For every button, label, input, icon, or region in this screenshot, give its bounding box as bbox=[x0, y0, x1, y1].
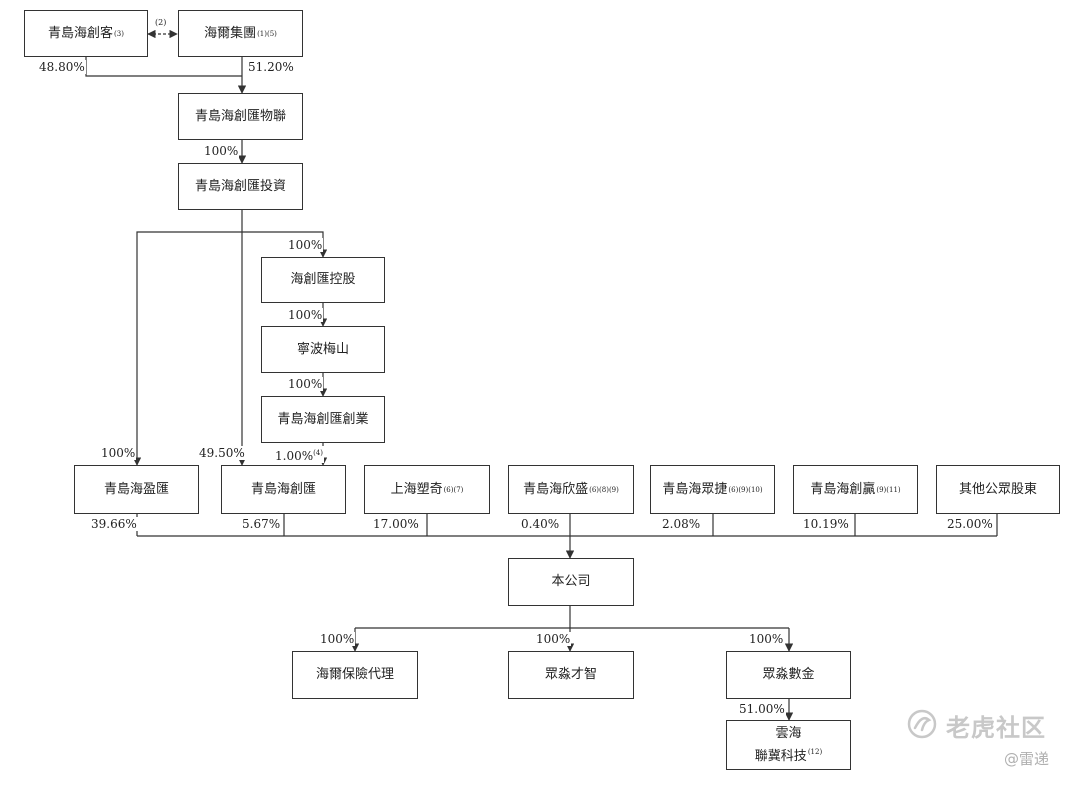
entity-other-public: 其他公眾股東 bbox=[936, 465, 1060, 514]
tiger-logo-icon bbox=[907, 709, 937, 739]
touzi-yinghui-line bbox=[132, 231, 242, 466]
pct-suqi-company: 17.00% bbox=[372, 517, 420, 531]
entity-label: 青島海創贏 bbox=[810, 481, 876, 497]
pct-yinghui-company: 39.66% bbox=[90, 517, 138, 531]
entity-label: 眾淼數金 bbox=[762, 667, 815, 682]
entity-label: 青島海創客 bbox=[48, 25, 114, 41]
entity-label-line1: 雲海 bbox=[775, 725, 802, 741]
entity-label: 青島海盈匯 bbox=[103, 481, 169, 497]
pct-touzi-konggu: 100% bbox=[287, 238, 324, 252]
entity-haier-insurance: 海爾保險代理 bbox=[292, 651, 418, 699]
pct-chuangye-chuanghui: 1.00%(4) bbox=[274, 446, 325, 463]
footnote-ref: (1)(5) bbox=[257, 29, 277, 38]
pct-company-insurance: 100% bbox=[319, 632, 356, 646]
entity-label: 青島海眾捷 bbox=[662, 481, 728, 497]
pct-wulian-touzi: 100% bbox=[203, 144, 240, 158]
footnote-ref: (9)(11) bbox=[876, 485, 901, 494]
entity-qd-chuanghui: 青島海創匯 bbox=[221, 465, 346, 514]
pct-value: 1.00% bbox=[275, 449, 314, 463]
footnote-ref: (6)(8)(9) bbox=[589, 485, 619, 494]
entity-label: 本公司 bbox=[551, 574, 591, 589]
entity-qd-chuangying: 青島海創贏(9)(11) bbox=[793, 465, 918, 514]
pct-haier: 51.20% bbox=[247, 60, 295, 74]
pct-touzi-yinghui: 100% bbox=[100, 446, 137, 460]
entity-label: 聯冀科技 bbox=[754, 748, 807, 764]
pct-xinsheng-company: 0.40% bbox=[520, 517, 561, 531]
entity-zhongmiao-caizhi: 眾淼才智 bbox=[508, 651, 634, 699]
footnote-ref: (6)(7) bbox=[443, 485, 464, 494]
entity-chuanghui-konggu: 海創匯控股 bbox=[261, 257, 385, 303]
entity-sh-suqi: 上海塑奇(6)(7) bbox=[364, 465, 490, 514]
entity-label: 青島海欣盛 bbox=[523, 481, 589, 497]
entity-qd-xinsheng: 青島海欣盛(6)(8)(9) bbox=[508, 465, 634, 514]
entity-label: 海爾集團 bbox=[204, 25, 257, 41]
pct-zhongjie-company: 2.08% bbox=[661, 517, 702, 531]
entity-label: 海爾保險代理 bbox=[315, 667, 394, 682]
entity-label: 青島海創匯創業 bbox=[277, 411, 369, 427]
footnote-ref: (3) bbox=[114, 29, 124, 38]
entity-ningbo-meishan: 寧波梅山 bbox=[261, 326, 385, 373]
pct-shujin-yunhai: 51.00% bbox=[738, 702, 786, 716]
entity-label: 其他公眾股東 bbox=[958, 481, 1037, 497]
entity-label-line2: 聯冀科技(12) bbox=[755, 743, 822, 766]
entity-zhongmiao-shujin: 眾淼數金 bbox=[726, 651, 851, 699]
entity-chuanghui-touzi: 青島海創匯投資 bbox=[178, 163, 303, 210]
dashed-link-note: (2) bbox=[155, 18, 167, 27]
entity-label: 上海塑奇 bbox=[390, 481, 443, 497]
entity-label: 海創匯控股 bbox=[290, 272, 356, 287]
entity-qd-yinghui: 青島海盈匯 bbox=[74, 465, 199, 514]
footnote-ref: (6)(9)(10) bbox=[728, 485, 763, 494]
pct-company-shujin: 100% bbox=[748, 632, 785, 646]
entity-label: 寧波梅山 bbox=[296, 341, 349, 357]
pct-touzi-chuanghui: 49.50% bbox=[198, 446, 246, 460]
pct-konggu-meishan: 100% bbox=[287, 308, 324, 322]
entity-label: 青島海創匯投資 bbox=[194, 178, 286, 194]
entity-chuanghui-wulian: 青島海創匯物聯 bbox=[178, 93, 303, 140]
entity-company: 本公司 bbox=[508, 558, 634, 606]
entity-haier-group: 海爾集團(1)(5) bbox=[178, 10, 303, 57]
footnote-ref: (4) bbox=[313, 449, 324, 457]
entity-qd-zhongjie: 青島海眾捷(6)(9)(10) bbox=[650, 465, 775, 514]
pct-meishan-chuangye: 100% bbox=[287, 377, 324, 391]
entity-qd-chuangke: 青島海創客(3) bbox=[24, 10, 148, 57]
watermark-handle: @雷递 bbox=[1004, 750, 1050, 768]
pct-chuangying-company: 10.19% bbox=[802, 517, 850, 531]
watermark-brand: 老虎社区 bbox=[946, 714, 1046, 742]
entity-chuanghui-chuangye: 青島海創匯創業 bbox=[261, 396, 385, 443]
pct-chuanghui-company: 5.67% bbox=[241, 517, 282, 531]
entity-label: 眾淼才智 bbox=[544, 667, 597, 682]
pct-company-caizhi: 100% bbox=[535, 632, 572, 646]
pct-public-company: 25.00% bbox=[946, 517, 994, 531]
entity-label: 青島海創匯物聯 bbox=[194, 108, 286, 124]
entity-label: 青島海創匯 bbox=[250, 481, 316, 497]
footnote-ref: (12) bbox=[807, 747, 823, 756]
pct-chuangke: 48.80% bbox=[38, 60, 86, 74]
chuangke-connector bbox=[85, 57, 242, 77]
entity-yunhai: 雲海 聯冀科技(12) bbox=[726, 720, 851, 770]
